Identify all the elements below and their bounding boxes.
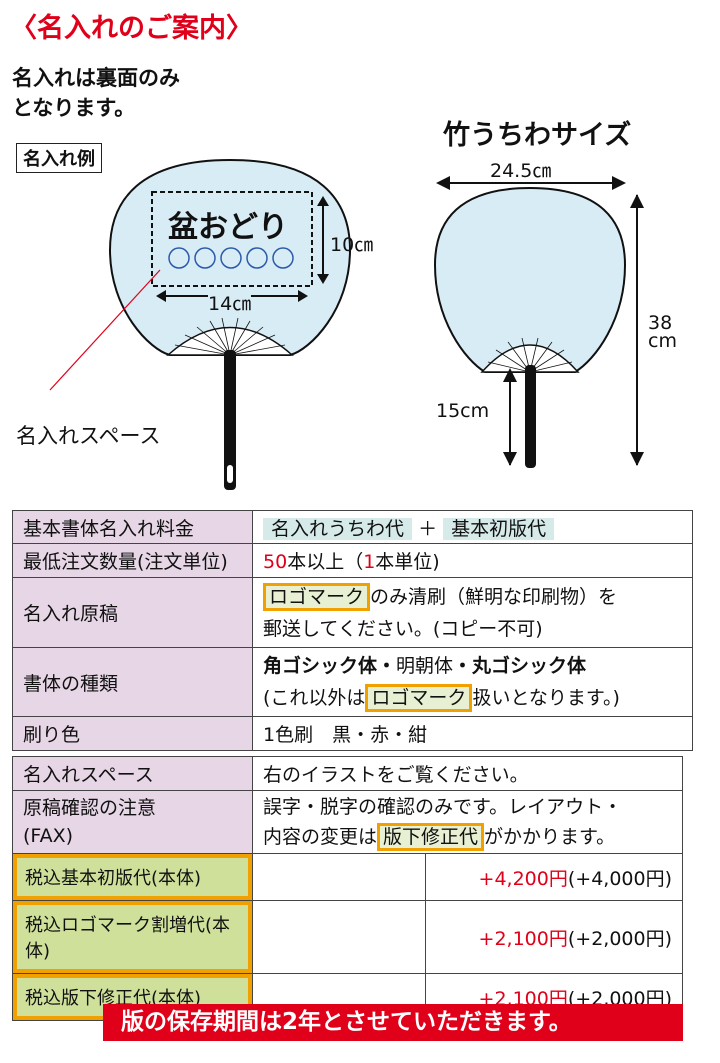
fan-height-unit: cm <box>648 330 677 352</box>
price-formula: 名入れうちわ代 ＋ 基本初版代 <box>252 510 693 544</box>
info-table: 基本書体名入れ料金 名入れうちわ代 ＋ 基本初版代 最低注文数量(注文単位) 5… <box>12 510 693 751</box>
print-color: 1色刷 黒・赤・紺 <box>252 716 693 751</box>
fan-height-label: 38 <box>648 312 673 334</box>
font-types: 角ゴシック体・明朝体・丸ゴシック体(これ以外はロゴマーク扱いとなります。) <box>252 647 693 717</box>
example-label: 名入れ例 <box>16 143 102 173</box>
fan-width-label: 24.5㎝ <box>490 160 552 182</box>
manuscript-info: ロゴマークのみ清刷（鮮明な印刷物）を郵送してください。(コピー不可) <box>252 577 693 648</box>
handle-length-label: 15cm <box>436 400 490 422</box>
storage-period-banner: 版の保存期間は2年とさせていただきます。 <box>103 1004 683 1041</box>
row-label: 刷り色 <box>12 716 253 751</box>
page-title: 〈名入れのご案内〉 <box>10 13 253 44</box>
name-space-label: 名入れスペース <box>16 424 161 448</box>
width-dimension: 14㎝ <box>208 289 252 316</box>
row-label: 基本書体名入れ料金 <box>12 510 253 544</box>
min-order: 50本以上（1本単位) <box>252 543 693 578</box>
pricing-table: 名入れスペース 右のイラストをご覧ください。 原稿確認の注意(FAX) 誤字・脱… <box>12 756 683 1021</box>
fan-illustrations <box>49 158 644 490</box>
row-label: 最低注文数量(注文単位) <box>12 543 253 578</box>
row-label: 書体の種類 <box>12 647 253 717</box>
subtitle-line: となります。 <box>12 96 136 120</box>
row-label: 名入れスペース <box>12 756 253 791</box>
bamboo-fan-size-title: 竹うちわサイズ <box>443 120 632 151</box>
name-space-info: 右のイラストをご覧ください。 <box>252 756 683 791</box>
price-label: 税込基本初版代(本体) <box>12 853 253 901</box>
left-fan-illustration <box>49 158 352 490</box>
right-fan-illustration <box>433 176 644 468</box>
price-value: +2,100円(+2,000円) <box>425 900 683 974</box>
price-value: +4,200円(+4,000円) <box>425 853 683 901</box>
sample-name-text: 盆おどり <box>168 210 288 245</box>
height-dimension: 10㎝ <box>330 234 374 256</box>
row-label: 原稿確認の注意(FAX) <box>12 790 253 854</box>
price-label: 税込ロゴマーク割増代(本体) <box>12 900 253 974</box>
fax-note: 誤字・脱字の確認のみです。レイアウト・内容の変更は版下修正代がかかります。 <box>252 790 683 854</box>
subtitle-line: 名入れは裏面のみ <box>12 66 180 90</box>
row-label: 名入れ原稿 <box>12 577 253 648</box>
